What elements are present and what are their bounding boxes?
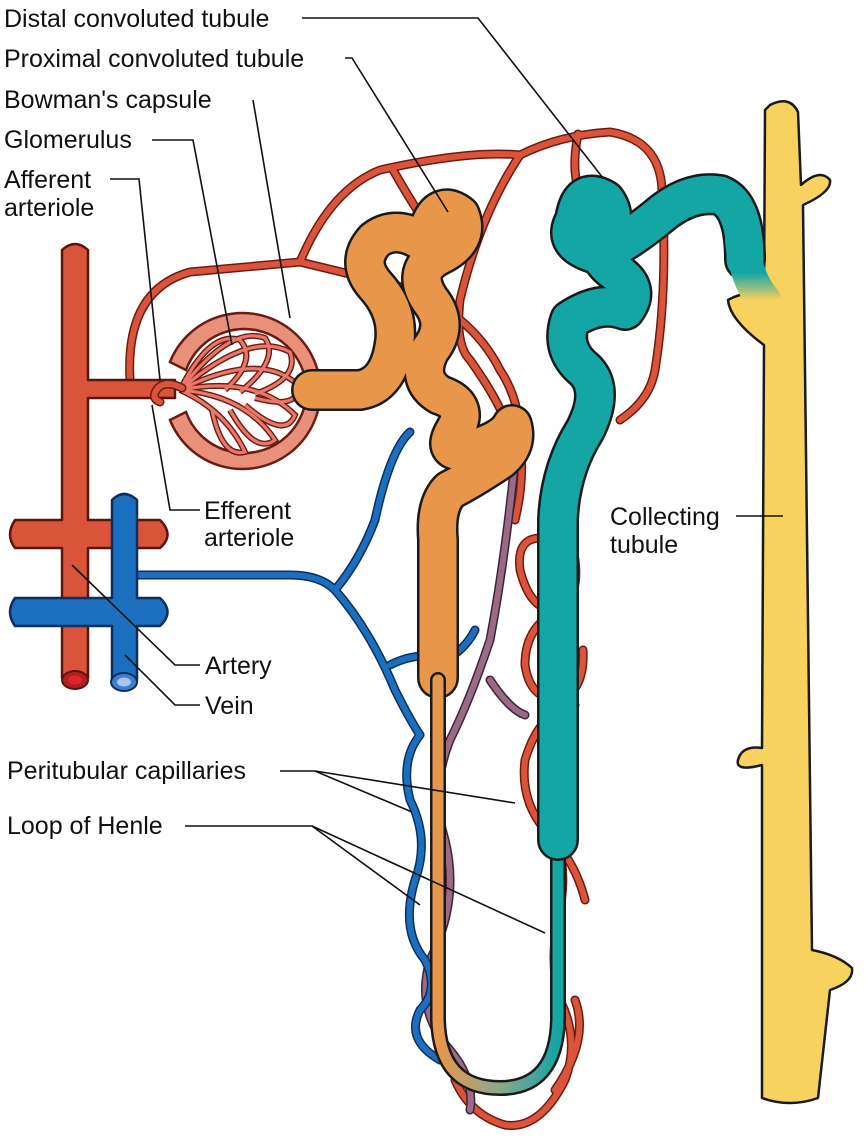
proximal-convoluted-tubule-label: Proximal convoluted tubule (4, 45, 304, 73)
collecting-tubule-label-line2: tubule (610, 531, 678, 559)
glomerulus-inner (178, 334, 300, 455)
efferent-arteriole-label-line2: arteriole (204, 524, 294, 552)
collecting-tubule-shape (726, 100, 854, 1105)
distal-convoluted-tubule-shape (537, 173, 766, 861)
artery-shape (8, 242, 177, 690)
distal-connecting-shape (725, 223, 781, 317)
efferent-arteriole-shape (150, 379, 187, 407)
vein-label: Vein (205, 692, 254, 720)
collecting-tubule-label-line1: Collecting (610, 503, 720, 531)
afferent-arteriole-label-line2: arteriole (4, 194, 94, 222)
loop-of-henle-label: Loop of Henle (7, 812, 163, 840)
bowmans-capsule-label: Bowman's capsule (4, 86, 212, 114)
labels: Distal convoluted tubule Proximal convol… (4, 5, 720, 840)
peritubular-capillaries-label: Peritubular capillaries (7, 757, 246, 785)
loop-of-henle-shape (430, 672, 566, 1097)
bowmans-capsule-shape (168, 311, 322, 471)
vein-shape (8, 492, 169, 692)
artery-label: Artery (205, 652, 272, 680)
leader-lines (71, 17, 783, 934)
proximal-convoluted-tubule-shape (291, 188, 535, 699)
afferent-arteriole-label-line1: Afferent (4, 166, 91, 194)
efferent-arteriole-label-line1: Efferent (204, 497, 291, 525)
glomerulus-label: Glomerulus (4, 126, 132, 154)
distal-convoluted-tubule-label: Distal convoluted tubule (4, 5, 269, 33)
